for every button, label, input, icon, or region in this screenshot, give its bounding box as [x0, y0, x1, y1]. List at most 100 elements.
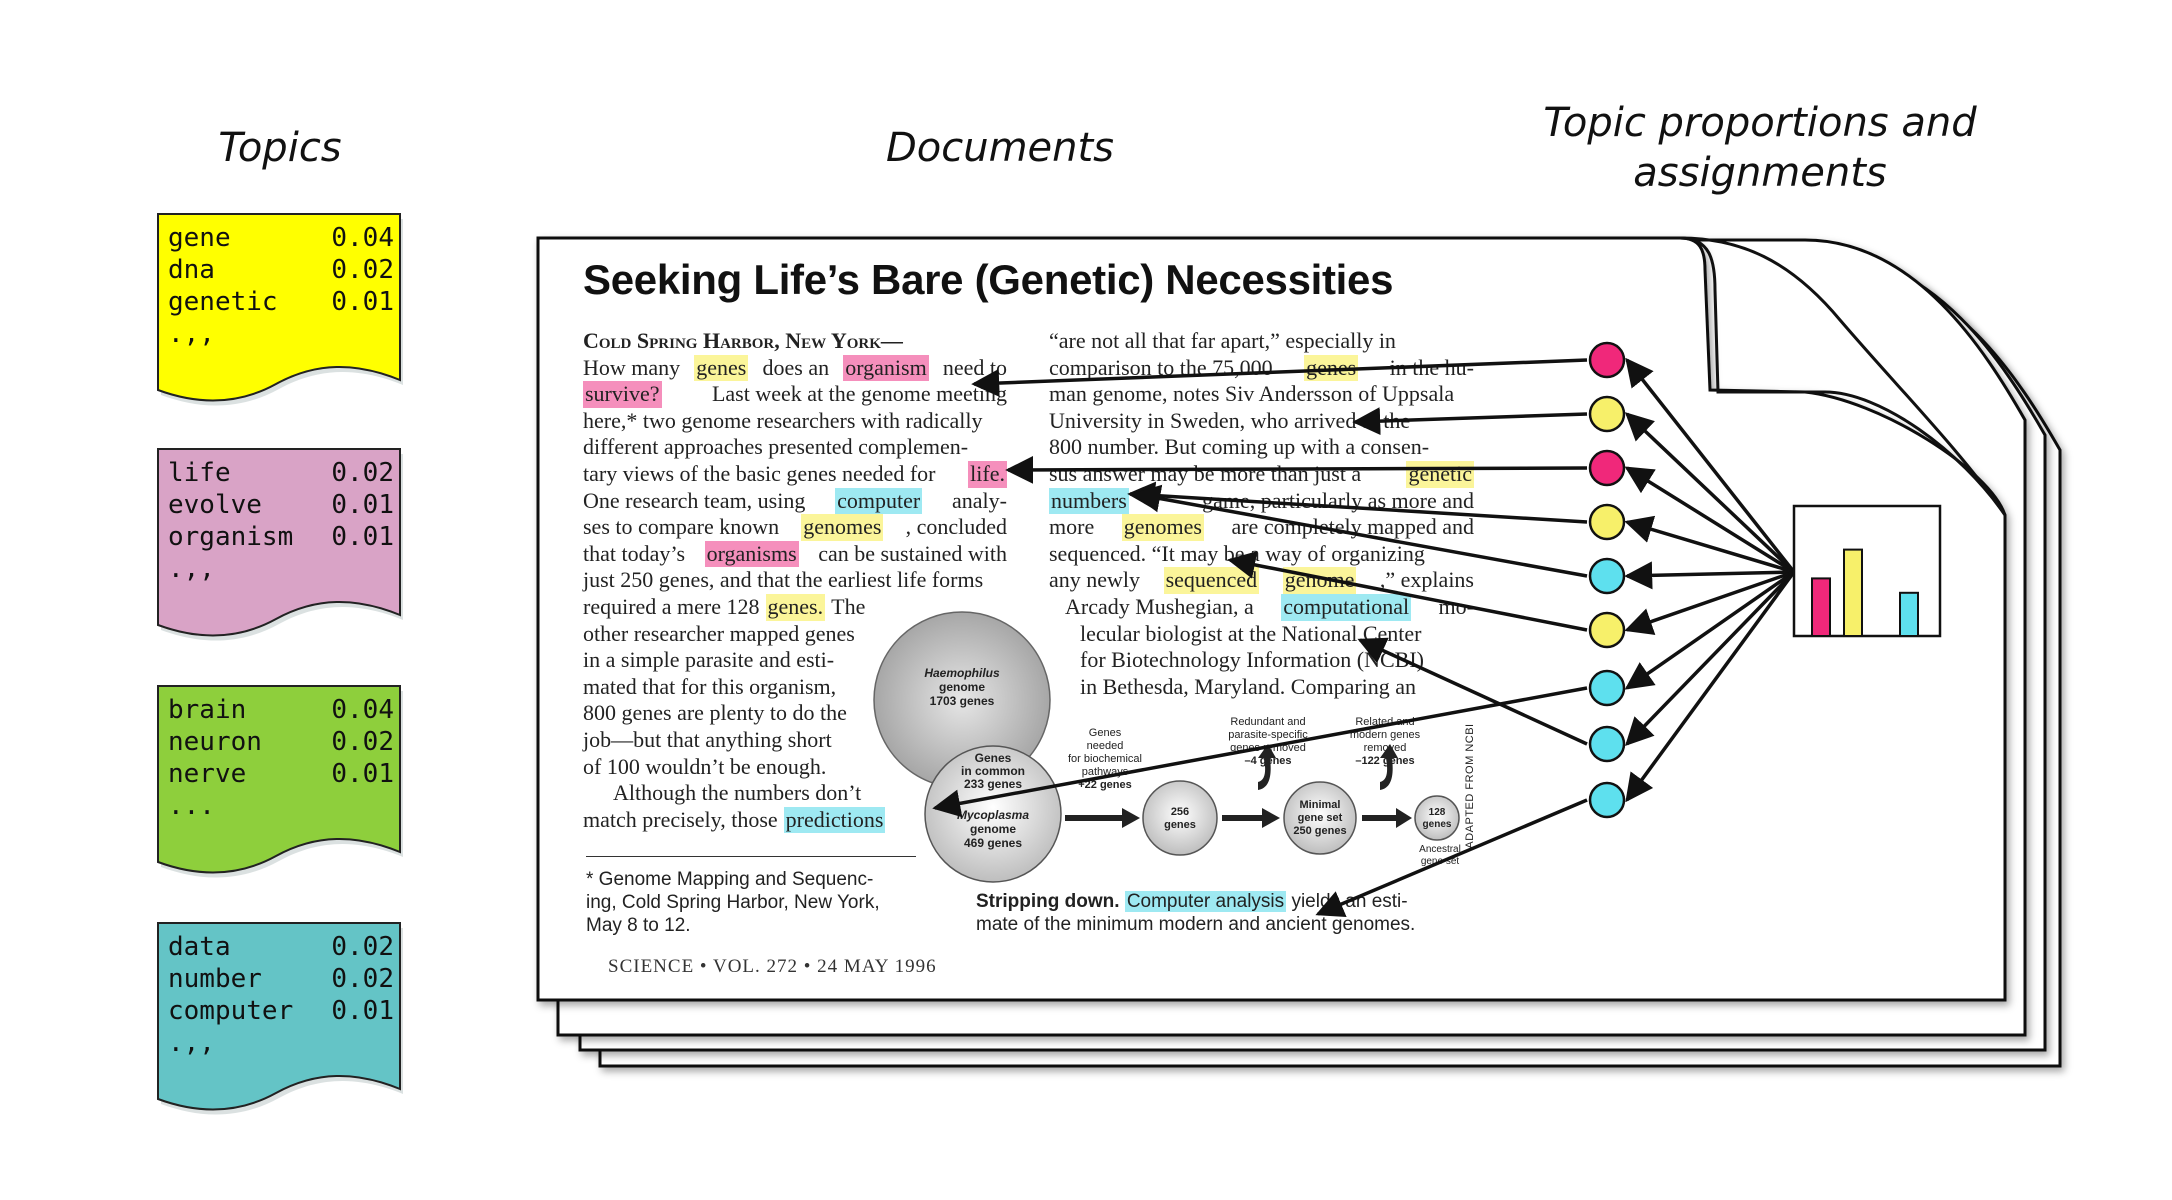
common-label: Genes in common 233 genes — [938, 752, 1048, 791]
needed-label: Genes needed for biochemical pathways +2… — [1050, 727, 1160, 792]
footnote-line: May 8 to 12. — [586, 915, 691, 936]
word: tary views of the basic genes needed for — [583, 460, 936, 486]
word-genomes: genomes — [801, 514, 884, 541]
text-line: One research team, using computer analy- — [583, 487, 1007, 515]
text-line: Arcady Mushegian, a computational mo- — [1049, 593, 1474, 621]
topic-word-prob: 0.01 — [331, 490, 394, 520]
label-line: genes — [1422, 819, 1452, 830]
dateline-text: Cold Spring Harbor, New York— — [583, 328, 903, 353]
assignment-node — [1588, 669, 1626, 707]
text-line: other researcher mapped genes — [583, 620, 855, 646]
assignment-node — [1588, 611, 1626, 649]
word-assignment-arrow — [1357, 637, 1588, 746]
label-line: 250 genes — [1293, 825, 1347, 837]
word-assignment-arrow — [1315, 798, 1588, 918]
word: Last week at the genome meeting — [711, 381, 1007, 407]
topic-word-prob: 0.01 — [331, 287, 394, 317]
text-line: different approaches presented complemen… — [583, 434, 969, 460]
assignment-arrows — [932, 357, 1796, 918]
word-assignment-arrow — [1227, 551, 1588, 632]
topic-word-prob: 0.01 — [331, 759, 394, 789]
text-line: sus answer may be more than just a genet… — [1049, 460, 1474, 488]
word-computer: computer — [835, 487, 923, 515]
word-genes: genes — [1304, 354, 1359, 382]
label-line: gene set — [1297, 812, 1343, 824]
text-line: Although the numbers don’t — [613, 780, 862, 806]
topic-word-prob: 0.02 — [331, 964, 394, 994]
assignment-arrow — [1625, 357, 1796, 574]
text-line: required a mere 128 genes. The — [583, 593, 1007, 621]
word-life: life. — [968, 460, 1007, 488]
topic-word: life — [168, 458, 231, 488]
label-line: Genes — [1088, 727, 1122, 739]
topic-word: neuron — [168, 727, 262, 757]
assignment-arrow — [1624, 412, 1796, 574]
related-label: Related and modern genes removed –122 ge… — [1330, 716, 1440, 768]
text-line: ses to compare known genomes , concluded — [583, 514, 1007, 541]
label-line: genes — [1164, 819, 1196, 831]
text-line: 800 number. But coming up with a consen- — [1049, 434, 1430, 460]
word: ,” explains — [1379, 567, 1474, 593]
word-organism: organism — [843, 354, 929, 382]
left-column: Cold Spring Harbor, New York— How many g… — [583, 328, 1007, 834]
label-line: 128 — [1428, 807, 1446, 818]
label-line: in common — [960, 764, 1025, 778]
word: more — [1049, 514, 1095, 540]
footnote-line: ing, Cold Spring Harbor, New York, — [586, 892, 880, 913]
topic-word: evolve — [168, 490, 262, 520]
topic-word: organism — [168, 522, 294, 552]
topic-more: .,, — [168, 1028, 215, 1058]
topic-word-prob: 0.02 — [331, 458, 394, 488]
word: analy- — [952, 487, 1007, 513]
word: can be sustained with — [818, 540, 1007, 566]
topic-word-row: life 0.02 — [168, 457, 394, 489]
label-line: 256 — [1170, 806, 1190, 818]
figure-rule — [586, 856, 916, 857]
topic-word-row: neuron 0.02 — [168, 726, 394, 758]
label-line: removed — [1363, 742, 1407, 754]
word-assignment-arrow — [1132, 484, 1588, 578]
page-top-curve — [1679, 236, 2007, 516]
text-line: How many genes does an organism need to — [583, 354, 1007, 382]
topic-card-shape — [157, 922, 403, 1115]
card-body — [157, 448, 401, 637]
topic-word: genetic — [168, 287, 278, 317]
label-line: Genes — [974, 751, 1012, 765]
word: any newly — [1049, 567, 1141, 593]
caption-bold: Stripping down. — [976, 891, 1120, 912]
label-line: parasite-specific — [1228, 729, 1308, 741]
word: required a mere 128 — [583, 593, 760, 619]
topic-card-shape — [157, 448, 403, 641]
assignment-node — [1588, 557, 1626, 595]
topic-word-prob: 0.02 — [331, 727, 394, 757]
word: that today’s — [583, 540, 686, 566]
document-title: Seeking Life’s Bare (Genetic) Necessitie… — [583, 256, 1394, 303]
topic-word-prob: 0.02 — [331, 932, 394, 962]
topic-word-prob: 0.01 — [331, 996, 394, 1026]
text-line: mated that for this organism, — [583, 673, 837, 699]
label-line: Related and — [1355, 716, 1415, 728]
assignment-node — [1588, 503, 1626, 541]
mycoplasma-label: Mycoplasma genome 469 genes — [938, 808, 1048, 850]
word-genomes: genomes — [1121, 514, 1204, 541]
word-assignment-arrow — [1005, 455, 1588, 484]
assignment-node — [1588, 341, 1626, 379]
topic-word-prob: 0.04 — [331, 695, 394, 725]
assignment-nodes — [1588, 341, 1626, 819]
text-line: match precisely, those predictions — [583, 806, 1007, 834]
text-line: of 100 wouldn’t be enough. — [583, 753, 827, 779]
proportions-bars — [1811, 548, 1919, 638]
word-survive: survive? — [583, 381, 662, 408]
proportions-header-line2: assignments — [1633, 150, 1887, 196]
topic-more: ... — [168, 791, 215, 821]
label-line: genome — [938, 680, 985, 694]
